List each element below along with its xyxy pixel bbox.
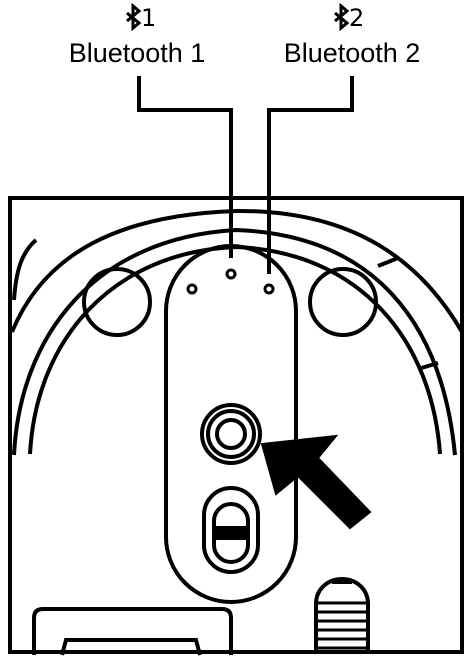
bluetooth-1-label: 1 Bluetooth 1 xyxy=(69,2,206,68)
indicator-led-bt2 xyxy=(263,283,275,295)
receiver-slot xyxy=(314,576,370,654)
indicator-led-bt1 xyxy=(225,268,237,280)
left-foot-pad xyxy=(82,267,152,337)
connect-button[interactable] xyxy=(200,403,262,465)
frame-border xyxy=(8,196,464,654)
bluetooth-2-name: Bluetooth 2 xyxy=(284,38,421,68)
power-switch[interactable] xyxy=(202,486,260,574)
mouse-side-left xyxy=(12,238,38,301)
bluetooth-icon xyxy=(126,2,142,32)
shell-seam-lower xyxy=(417,361,439,371)
indicator-led-left xyxy=(186,283,198,295)
bluetooth-2-leader-line xyxy=(267,76,354,274)
center-panel xyxy=(164,244,298,604)
bluetooth-icon xyxy=(334,2,350,32)
bluetooth-1-leader-line xyxy=(137,76,233,258)
bluetooth-1-number: 1 xyxy=(141,4,156,32)
bluetooth-1-name: Bluetooth 1 xyxy=(69,38,206,68)
battery-cover xyxy=(32,607,233,656)
bluetooth-2-label: 2 Bluetooth 2 xyxy=(284,2,421,68)
right-foot-pad xyxy=(308,267,378,337)
mouse-outer-shell xyxy=(10,208,464,334)
shell-seam-upper xyxy=(377,256,399,268)
mouse-body-outline xyxy=(12,227,457,456)
arrow-pointer-icon xyxy=(260,434,372,530)
bluetooth-2-number: 2 xyxy=(349,4,364,32)
